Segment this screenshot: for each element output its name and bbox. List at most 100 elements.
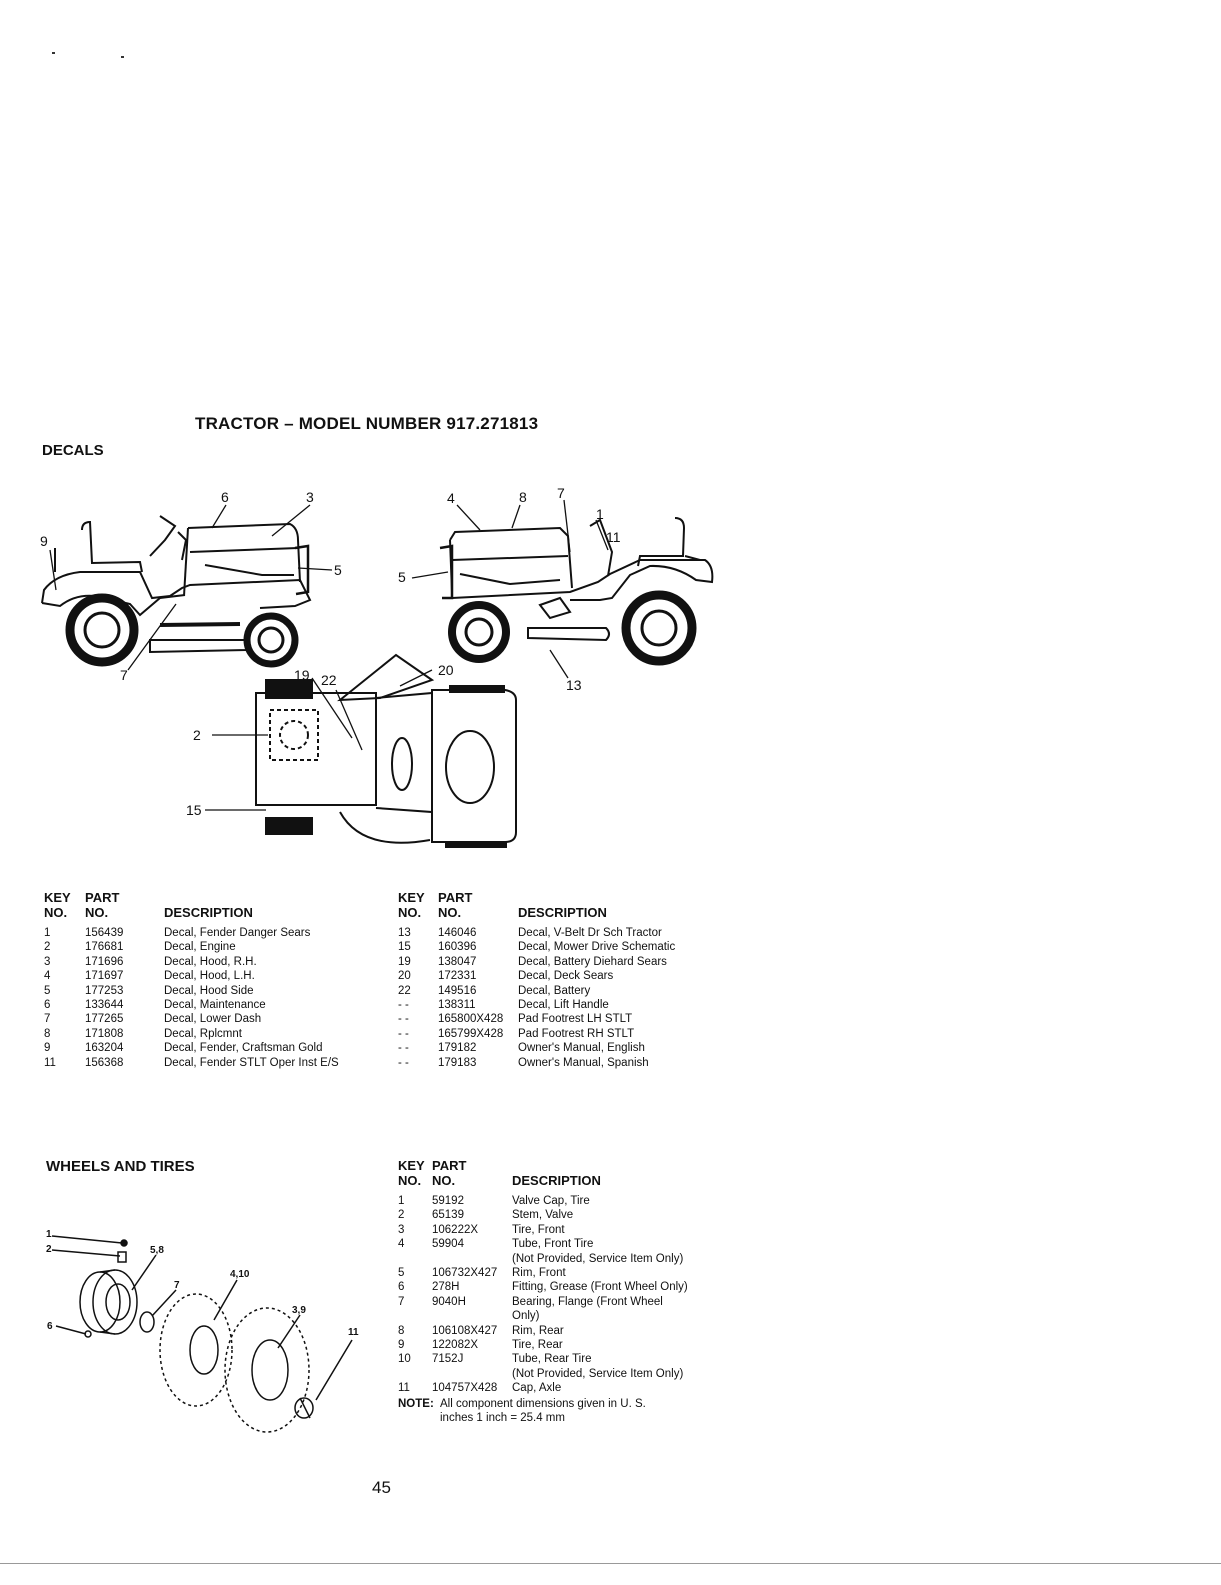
description-cell: Decal, Battery	[518, 984, 591, 997]
page-title: TRACTOR – MODEL NUMBER 917.271813	[195, 414, 539, 433]
wheel-callout-7: 7	[174, 1280, 180, 1291]
key-cell: 4	[398, 1238, 405, 1251]
part-number-cell: 179182	[438, 1042, 477, 1055]
description-cell: Cap, Axle	[512, 1382, 562, 1395]
key-cell: 13	[398, 927, 411, 939]
description-cell: Rim, Front	[512, 1266, 566, 1279]
part-number-cell: 156368	[85, 1056, 124, 1069]
key-cell: 4	[44, 970, 51, 983]
part-number-cell: 7152J	[432, 1353, 464, 1366]
table-row: (Not Provided, Service Item Only)	[398, 1367, 728, 1381]
key-cell: 1	[398, 1195, 405, 1207]
key-cell: 5	[44, 984, 51, 997]
callout-4: 4	[447, 490, 455, 506]
wheel-callout-2: 2	[46, 1244, 52, 1255]
key-cell: 2	[44, 941, 51, 954]
wheel-callout-6: 6	[47, 1321, 53, 1332]
wheels-illustration: 1 2 5,8 7 4,10 3,9 11 6	[46, 1229, 359, 1433]
description-cell: Decal, Hood, R.H.	[164, 955, 257, 968]
description-cell: Decal, V-Belt Dr Sch Tractor	[518, 927, 662, 939]
key-cell: 20	[398, 970, 411, 983]
key-cell: 10	[398, 1353, 411, 1366]
part-number-cell: 160396	[438, 941, 477, 954]
key-cell: 7	[44, 1013, 51, 1026]
part-number-cell: 9040H	[432, 1295, 466, 1308]
table-row: Only)	[398, 1309, 728, 1323]
key-cell: 11	[398, 1382, 410, 1395]
key-cell: 1	[44, 927, 51, 939]
description-cell: (Not Provided, Service Item Only)	[512, 1367, 684, 1380]
key-cell: 3	[44, 955, 51, 968]
section-title-decals: DECALS	[42, 442, 104, 459]
wheel-callout-11: 11	[348, 1327, 359, 1338]
description-cell: Fitting, Grease (Front Wheel Only)	[512, 1281, 688, 1294]
right-tractor-drawing	[439, 517, 714, 666]
callout-20: 20	[438, 662, 454, 678]
description-cell: Tube, Rear Tire	[512, 1353, 592, 1366]
description-cell: Owner's Manual, Spanish	[518, 1056, 649, 1069]
key-cell: 3	[398, 1223, 405, 1236]
description-cell: Decal, Rplcmnt	[164, 1027, 242, 1040]
key-cell: - -	[398, 1056, 409, 1069]
description-cell: Decal, Deck Sears	[518, 970, 614, 983]
note-line-1: All component dimensions given in U. S.	[440, 1398, 646, 1410]
part-number-cell: 165799X428	[438, 1027, 504, 1040]
key-cell: 8	[398, 1324, 405, 1337]
table-row: 10 7152J Tube, Rear Tire	[398, 1352, 728, 1366]
part-number-cell: 163204	[85, 1042, 124, 1055]
key-cell: 11	[44, 1056, 56, 1069]
description-cell: Decal, Hood, L.H.	[164, 970, 255, 983]
part-number-cell: 278H	[432, 1281, 460, 1294]
description-cell: Decal, Fender, Craftsman Gold	[164, 1042, 323, 1055]
callout-2: 2	[193, 727, 201, 743]
callout-7: 7	[120, 667, 128, 683]
callout-15: 15	[186, 802, 202, 818]
callout-19: 19	[294, 667, 310, 683]
wheel-callout-1: 1	[46, 1229, 52, 1240]
description-cell: Tire, Front	[512, 1223, 565, 1236]
part-number-cell: 106108X427	[432, 1324, 498, 1337]
part-number-cell: 59904	[432, 1238, 464, 1251]
table-row: (Not Provided, Service Item Only)	[398, 1252, 728, 1266]
description-cell: Tire, Rear	[512, 1338, 563, 1351]
part-number-cell: 138047	[438, 955, 477, 968]
key-cell: 2	[398, 1209, 405, 1222]
decals-illustration: 6 3 9 5 7 4 8 7 1 11 5 13 19 22 20 2 15	[40, 485, 714, 848]
scan-speck	[121, 56, 124, 58]
note-label: NOTE:	[398, 1398, 434, 1410]
note-line-2: inches 1 inch = 25.4 mm	[440, 1412, 565, 1425]
description-cell: Only)	[512, 1310, 540, 1323]
description-cell: Bearing, Flange (Front Wheel	[512, 1295, 663, 1308]
key-cell: - -	[398, 1013, 409, 1026]
page-number: 45	[372, 1478, 391, 1497]
callout-6: 6	[221, 489, 229, 505]
part-number-cell: 171808	[85, 1027, 124, 1040]
description-cell: Decal, Maintenance	[164, 998, 266, 1011]
callout-22: 22	[321, 672, 337, 688]
description-cell: (Not Provided, Service Item Only)	[512, 1252, 684, 1265]
callout-5: 5	[334, 562, 342, 578]
callout-11: 11	[606, 529, 621, 545]
description-cell: Decal, Fender Danger Sears	[164, 927, 311, 939]
description-cell: Stem, Valve	[512, 1209, 574, 1222]
